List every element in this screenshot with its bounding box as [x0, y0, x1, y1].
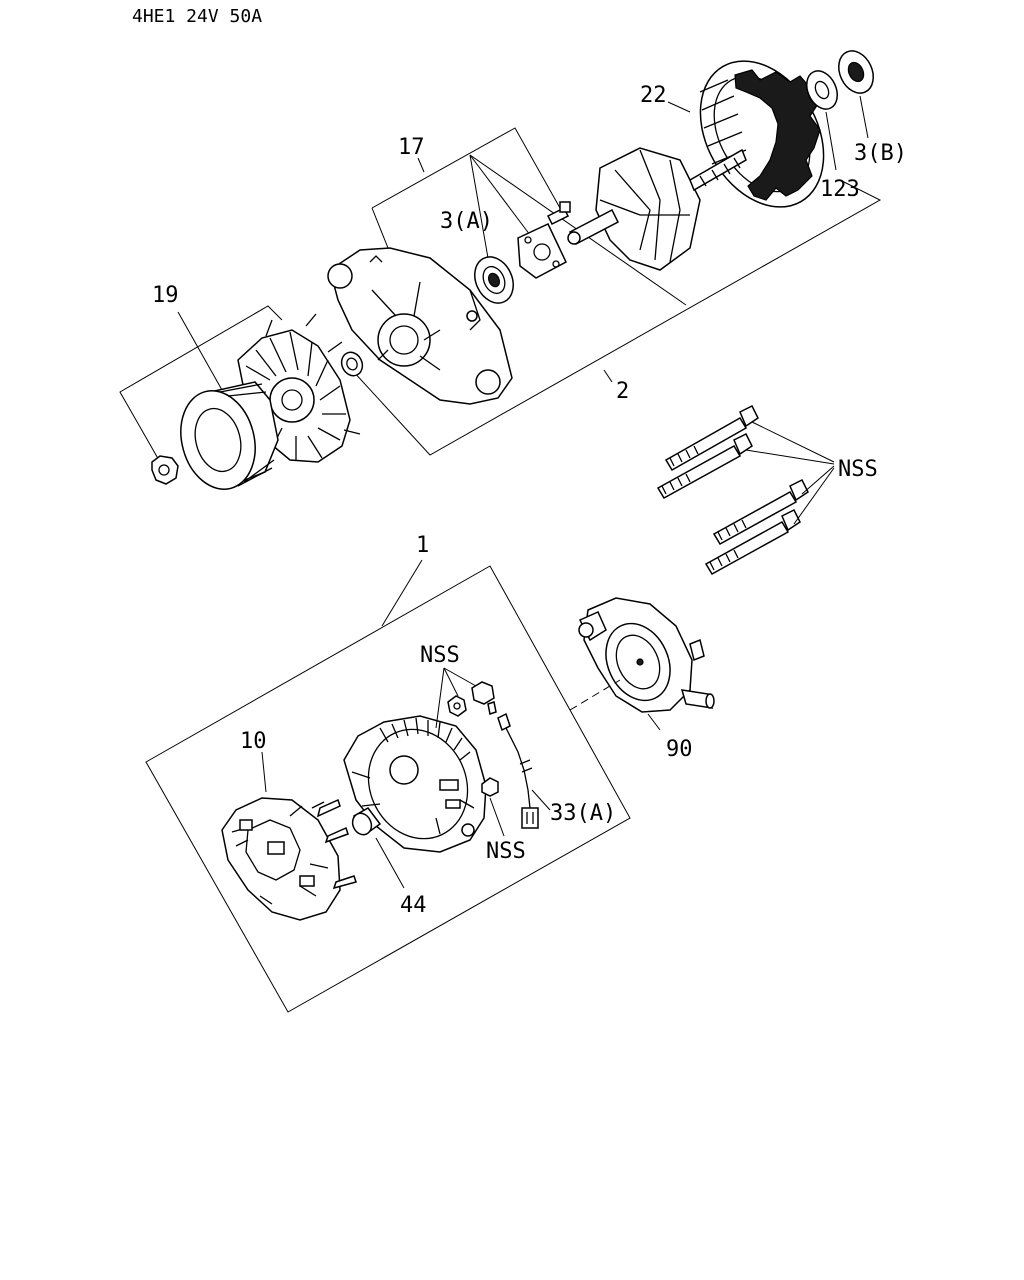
retainer-plate [517, 223, 567, 279]
label-10: 10 [240, 729, 267, 754]
rectifier-housing-part-44 [343, 715, 487, 889]
label-3a: 3(A) [440, 209, 493, 234]
terminal-nuts-nss [435, 667, 497, 729]
vacuum-pump-part-90 [569, 597, 715, 731]
label-33a: 33(A) [550, 801, 616, 826]
label-90: 90 [666, 737, 693, 762]
housing-nut-nss [481, 777, 505, 837]
label-17: 17 [398, 135, 425, 160]
label-1: 1 [416, 533, 429, 558]
label-22: 22 [640, 83, 667, 108]
bearing-part-123 [806, 70, 838, 171]
screw [546, 201, 571, 226]
rotor [567, 147, 747, 271]
label-2: 2 [616, 379, 629, 404]
assembly-2-bracket [351, 179, 882, 456]
bearing-part-3b [838, 50, 874, 139]
label-3b: 3(B) [854, 141, 907, 166]
assembly-19-bracket [119, 305, 283, 463]
through-bolts [656, 404, 835, 576]
label-123: 123 [820, 177, 860, 202]
bearing-part-3a [474, 256, 514, 304]
pulley-nut [151, 455, 179, 485]
label-nss-top: NSS [420, 643, 460, 668]
label-nss-nut: NSS [486, 839, 526, 864]
stator-part-22 [667, 60, 825, 208]
pulley [180, 381, 279, 490]
regulator-plate-part-10 [221, 751, 357, 921]
wire-harness-part-33a [497, 712, 551, 829]
label-19: 19 [152, 283, 179, 308]
drive-end-housing [327, 247, 513, 405]
assembly-1-bracket [145, 559, 631, 1013]
label-nss-bolts: NSS [838, 457, 878, 482]
diagram-title: 4HE1 24V 50A [132, 6, 262, 27]
seal-ring [340, 351, 364, 377]
label-44: 44 [400, 893, 427, 918]
